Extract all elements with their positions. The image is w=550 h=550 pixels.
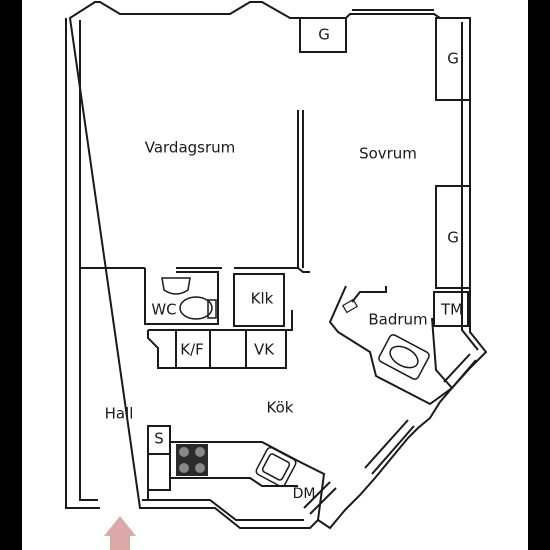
fixture-label-vk: VK xyxy=(253,340,275,359)
stove-icon xyxy=(176,444,208,476)
wardrobe-top-right xyxy=(435,17,471,101)
outer-wall-inner xyxy=(79,20,304,521)
fixture-label-wardrobe-right-mid: G xyxy=(447,228,459,247)
room-label-vardagsrum: Vardagsrum xyxy=(144,138,236,157)
fixture-label-tm: TM xyxy=(440,300,464,319)
wardrobe-top-left xyxy=(299,17,347,53)
room-label-hall: Hall xyxy=(104,404,134,423)
fixture-label-wc: WC xyxy=(151,300,177,319)
room-label-kok: Kök xyxy=(266,398,294,417)
fixture-label-wardrobe-top-left: G xyxy=(318,25,330,44)
room-label-sovrum: Sovrum xyxy=(359,144,417,163)
window-right xyxy=(443,353,477,389)
kitchen-sink-icon xyxy=(255,446,297,488)
wardrobe-right-mid xyxy=(435,185,471,289)
window-diagonal xyxy=(364,419,415,475)
toilet-icon xyxy=(179,296,217,320)
basin-icon xyxy=(161,277,191,295)
window-bottom xyxy=(303,481,337,515)
fixture-label-kf: K/F xyxy=(180,340,204,359)
entrance-arrow-icon xyxy=(104,516,136,550)
bathroom-sink-icon xyxy=(378,334,430,380)
fixture-label-wardrobe-top-right: G xyxy=(447,49,459,68)
outer-wall xyxy=(65,0,488,530)
faucet-icon xyxy=(341,298,359,314)
bathroom-walls xyxy=(328,285,454,406)
wall-bottom-living xyxy=(80,267,310,273)
fixture-label-klk: Klk xyxy=(250,289,274,308)
window-top xyxy=(352,9,434,15)
tm-box xyxy=(433,291,469,327)
room-label-badrum: Badrum xyxy=(368,310,428,329)
fixture-label-s: S xyxy=(154,429,164,448)
klk-box xyxy=(233,273,285,327)
wc-walls xyxy=(144,268,219,325)
fixture-label-dm: DM xyxy=(292,486,316,502)
outer-wall-right-inner xyxy=(461,22,479,351)
